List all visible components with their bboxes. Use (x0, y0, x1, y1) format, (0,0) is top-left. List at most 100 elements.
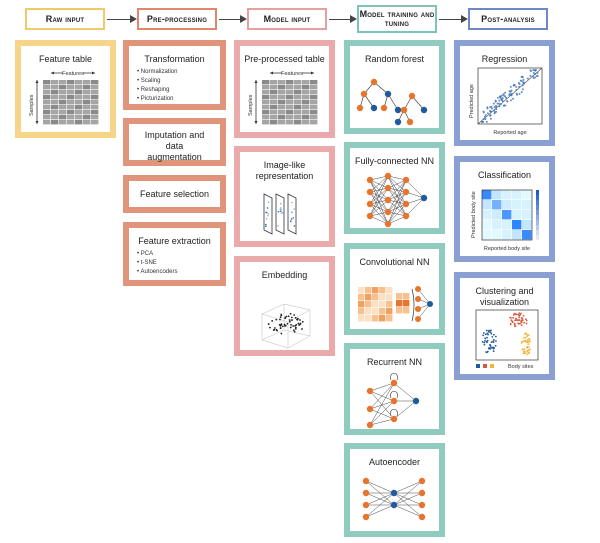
cluster-point (490, 346, 492, 349)
image-pixel (290, 201, 293, 204)
embedding-point (301, 320, 304, 323)
regression-point (485, 120, 488, 123)
samples-label: Samples (29, 94, 35, 116)
list-item: Reshaping (137, 86, 177, 95)
cluster-point (522, 314, 525, 317)
cluster-point (515, 317, 517, 320)
grid-cell (286, 100, 294, 105)
cluster-point (518, 316, 520, 319)
grid-cell (286, 95, 294, 100)
nn-edge (387, 179, 407, 225)
matrix-cell (502, 230, 512, 240)
grid-cell (67, 85, 75, 90)
image-like-card: Image-like representation (234, 146, 335, 247)
matrix-cell (502, 220, 512, 230)
grid-cell (270, 120, 278, 125)
regression-point (522, 78, 525, 81)
image-layer (287, 193, 297, 235)
cnn-output-node (427, 301, 433, 307)
nn-edge (369, 187, 389, 217)
regression-point (509, 85, 512, 88)
grid-cell (310, 100, 318, 105)
embedding-point (267, 323, 270, 325)
image-pixel (265, 223, 267, 226)
random-forest-graphic (356, 78, 428, 126)
grid-cell (91, 120, 99, 125)
autoencoder-title: Autoencoder (368, 457, 421, 467)
regression-point (505, 96, 508, 99)
cluster-point (513, 322, 516, 325)
clustering-card: Clustering and visualization Body sites (454, 272, 555, 380)
cluster-point (484, 339, 486, 342)
cnn-pixel (372, 294, 379, 301)
cluster-point (495, 340, 497, 342)
imputation-title: Imputation and data augmentation (144, 130, 205, 162)
cnn-pixel (386, 308, 393, 315)
grid-cell (51, 85, 59, 90)
random-forest-card: Random forest (344, 40, 445, 134)
embedding-point (294, 325, 297, 327)
stage-post-analysis: Post-analysis (468, 8, 548, 30)
grid-cell (294, 95, 302, 100)
embedding-point (297, 322, 300, 325)
regression-point (511, 97, 514, 100)
nn-node (384, 196, 392, 204)
regression-point (520, 90, 523, 93)
cluster-point (529, 341, 531, 343)
embedding-point (293, 314, 296, 316)
legend-swatch-yellow (490, 364, 494, 368)
clustering-legend-label: Body sites (508, 364, 534, 370)
feature-table-card: Feature table Features Samples (15, 40, 116, 138)
feature-table-graphic: Features Samples (29, 69, 99, 125)
classification-card: Classification Reported body site Predic… (454, 156, 555, 262)
list-item: t-SNE (137, 259, 177, 268)
embedding-point (281, 325, 284, 328)
ae-node (362, 477, 370, 485)
features-label: Features (281, 71, 303, 77)
cluster-point (487, 333, 489, 336)
regression-point (482, 118, 485, 121)
convolutional-card: Convolutional NN (344, 243, 445, 335)
embedding-point (288, 320, 291, 323)
ae-node (362, 501, 370, 509)
grid-cell (262, 120, 270, 125)
regression-point (508, 92, 511, 95)
grid-cell (91, 110, 99, 115)
cnn-pixel (379, 301, 386, 308)
cnn-pixel (358, 294, 365, 301)
cnn-feature (396, 307, 403, 314)
regression-point (529, 69, 532, 72)
embedding-point (274, 327, 276, 329)
embedding-point (298, 324, 301, 326)
regression-point (509, 99, 512, 102)
cluster-point (512, 316, 514, 319)
cluster-point (525, 322, 528, 325)
embedding-point (293, 330, 296, 333)
clustering-title: Clustering and visualization (475, 286, 534, 307)
transformation-list: Normalization Scaling Reshaping Picturiz… (137, 68, 178, 104)
grid-cell (302, 110, 310, 115)
transformation-title: Transformation (144, 54, 205, 64)
grid-cell (51, 90, 59, 95)
cluster-point (510, 319, 513, 321)
cnn-pixel (386, 315, 393, 322)
grid-cell (75, 105, 83, 110)
grid-cell (83, 85, 91, 90)
cluster-point (511, 320, 514, 323)
regression-point (504, 104, 507, 107)
regression-point (493, 112, 496, 115)
embedding-card: Embedding (234, 256, 335, 356)
stage-model-input: Model input (247, 8, 327, 30)
ae-node (418, 513, 426, 521)
regression-point (512, 84, 515, 87)
grid-cell (43, 90, 51, 95)
grid-cell (43, 120, 51, 125)
matrix-cell (492, 210, 502, 220)
nn-node (366, 176, 374, 184)
regression-point (484, 114, 487, 117)
cluster-point (492, 333, 495, 336)
grid-cell (83, 110, 91, 115)
cluster-point (518, 312, 521, 315)
cluster-point (509, 322, 512, 325)
embedding-point (290, 323, 292, 326)
